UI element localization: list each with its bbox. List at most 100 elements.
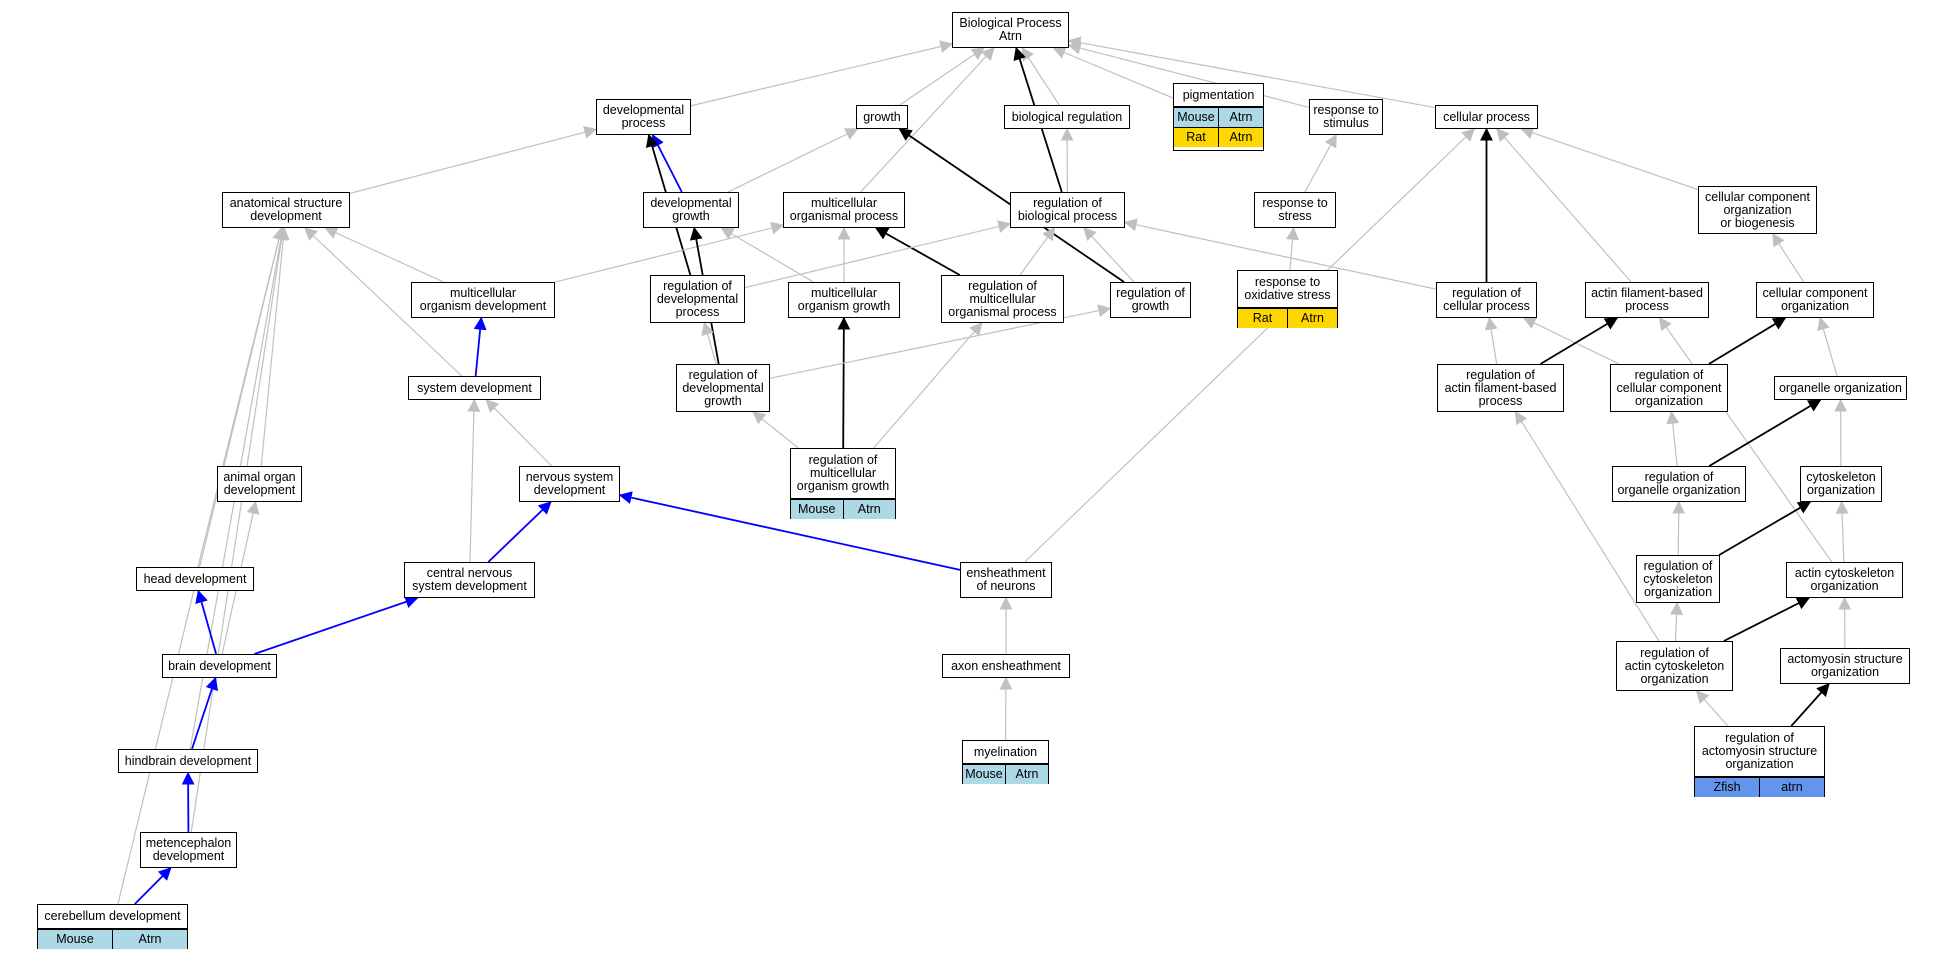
edge-cell-to-bp bbox=[1067, 36, 1436, 109]
node-multicellular-organism-development[interactable]: multicellular organism development bbox=[411, 282, 555, 318]
node-cellular-process[interactable]: cellular process bbox=[1435, 105, 1538, 129]
node-label: ensheathment of neurons bbox=[966, 566, 1046, 593]
node-label: brain development bbox=[168, 658, 271, 673]
node-regulation-of-multicellular-organism-growth[interactable]: regulation of multicellular organism gro… bbox=[790, 448, 896, 519]
edge-raso-to-aso bbox=[1790, 683, 1830, 727]
edge-rcco-to-cco bbox=[1708, 317, 1787, 365]
node-regulation-of-growth[interactable]: regulation of growth bbox=[1110, 282, 1191, 318]
node-hindbrain-development[interactable]: hindbrain development bbox=[118, 749, 258, 773]
node-pigmentation[interactable]: pigmentation Mouse Atrn Rat Atrn bbox=[1173, 83, 1264, 151]
node-actomyosin-structure-organization[interactable]: actomyosin structure organization bbox=[1780, 648, 1910, 684]
edge-eon-to-nsd bbox=[618, 491, 961, 571]
node-label: regulation of growth bbox=[1116, 286, 1185, 313]
edge-cbd-to-med bbox=[134, 867, 172, 905]
node-central-nervous-system-development[interactable]: central nervous system development bbox=[404, 562, 535, 598]
node-label: regulation of cellular process bbox=[1443, 286, 1530, 313]
node-label: multicellular organism development bbox=[419, 286, 547, 313]
node-regulation-of-cellular-component-organization[interactable]: regulation of cellular component organiz… bbox=[1610, 364, 1728, 412]
edge-rstim-to-bp bbox=[1067, 41, 1310, 108]
node-label: multicellular organismal process bbox=[789, 196, 899, 223]
node-multicellular-organismal-process[interactable]: multicellular organismal process bbox=[783, 192, 905, 228]
node-regulation-of-actin-filament-based-process[interactable]: regulation of actin filament-based proce… bbox=[1437, 364, 1564, 412]
edge-rstr-to-rstim bbox=[1304, 133, 1337, 193]
node-nervous-system-development[interactable]: nervous system development bbox=[519, 466, 620, 502]
node-label: growth bbox=[863, 109, 901, 124]
edge-oo-to-cco bbox=[1817, 316, 1838, 377]
edge-bd-to-cnsd bbox=[254, 595, 419, 655]
node-label: nervous system development bbox=[525, 470, 614, 497]
node-label: actomyosin structure organization bbox=[1787, 652, 1903, 679]
annotation-row-mouse: Mouse Atrn bbox=[38, 929, 187, 949]
node-regulation-of-biological-process[interactable]: regulation of biological process bbox=[1010, 192, 1125, 228]
edge-rco-to-cyto bbox=[1718, 501, 1812, 556]
species-cell: Rat bbox=[1186, 130, 1206, 144]
edge-eon-to-cell bbox=[1024, 128, 1475, 563]
edge-rdg-to-rdp bbox=[701, 321, 717, 365]
node-growth[interactable]: growth bbox=[856, 105, 908, 129]
node-label: developmental process bbox=[602, 103, 685, 130]
edge-rdp-to-rbp bbox=[744, 220, 1012, 289]
node-developmental-process[interactable]: developmental process bbox=[596, 99, 691, 135]
node-regulation-of-multicellular-organismal-process[interactable]: regulation of multicellular organismal p… bbox=[941, 275, 1064, 323]
annotation-row-mouse: Mouse Atrn bbox=[963, 764, 1048, 784]
node-label: system development bbox=[417, 380, 532, 395]
node-head-development[interactable]: head development bbox=[136, 567, 254, 591]
edge-bd-to-hd bbox=[195, 589, 217, 655]
node-label: head development bbox=[143, 571, 247, 586]
node-organelle-organization[interactable]: organelle organization bbox=[1774, 376, 1907, 400]
node-myelination[interactable]: myelination Mouse Atrn bbox=[962, 740, 1049, 784]
gene-cell: Atrn bbox=[112, 930, 187, 949]
node-response-to-oxidative-stress[interactable]: response to oxidative stress Rat Atrn bbox=[1237, 270, 1338, 328]
node-regulation-of-actin-cytoskeleton-organization[interactable]: regulation of actin cytoskeleton organiz… bbox=[1616, 641, 1733, 691]
node-ensheathment-of-neurons[interactable]: ensheathment of neurons bbox=[960, 562, 1052, 598]
node-regulation-of-organelle-organization[interactable]: regulation of organelle organization bbox=[1612, 466, 1746, 502]
node-regulation-of-cellular-process[interactable]: regulation of cellular process bbox=[1436, 282, 1537, 318]
edge-roo-to-oo bbox=[1708, 399, 1822, 467]
node-label: biological regulation bbox=[1011, 109, 1123, 124]
node-response-to-stimulus[interactable]: response to stimulus bbox=[1309, 99, 1383, 135]
edge-cnsd-to-sysd bbox=[467, 398, 481, 563]
edge-rmop-to-mop bbox=[874, 227, 961, 276]
node-developmental-growth[interactable]: developmental growth bbox=[643, 192, 739, 228]
node-label: metencephalon development bbox=[145, 836, 232, 863]
node-actin-cytoskeleton-organization[interactable]: actin cytoskeleton organization bbox=[1786, 562, 1903, 598]
node-cellular-component-organization-or-biogenesis[interactable]: cellular component organization or bioge… bbox=[1698, 186, 1817, 234]
node-regulation-of-actomyosin-structure-organization[interactable]: regulation of actomyosin structure organ… bbox=[1694, 726, 1825, 797]
node-biological-regulation[interactable]: biological regulation bbox=[1004, 105, 1130, 129]
edge-rmog-to-mog bbox=[837, 316, 851, 449]
node-biological-process[interactable]: Biological Process Atrn bbox=[952, 12, 1069, 48]
node-label: regulation of actin filament-based proce… bbox=[1444, 367, 1557, 408]
node-cytoskeleton-organization[interactable]: cytoskeleton organization bbox=[1800, 466, 1882, 502]
edge-roo-to-rcco bbox=[1666, 410, 1680, 467]
node-label: response to stimulus bbox=[1313, 103, 1379, 130]
node-label: regulation of multicellular organism gro… bbox=[796, 453, 890, 493]
node-response-to-stress[interactable]: response to stress bbox=[1254, 192, 1336, 228]
gene-cell: Atrn bbox=[842, 500, 896, 519]
node-metencephalon-development[interactable]: metencephalon development bbox=[140, 832, 237, 868]
edge-rmog-to-rdg bbox=[752, 411, 799, 449]
node-animal-organ-development[interactable]: animal organ development bbox=[217, 466, 302, 502]
species-cell: Mouse bbox=[56, 932, 94, 946]
node-cerebellum-development[interactable]: cerebellum development Mouse Atrn bbox=[37, 904, 188, 949]
node-cellular-component-organization[interactable]: cellular component organization bbox=[1756, 282, 1874, 318]
node-label: myelination bbox=[973, 744, 1038, 759]
node-regulation-of-developmental-growth[interactable]: regulation of developmental growth bbox=[676, 364, 770, 412]
node-actin-filament-based-process[interactable]: actin filament-based process bbox=[1585, 282, 1709, 318]
edge-cbd-to-asd bbox=[117, 226, 286, 905]
node-multicellular-organism-growth[interactable]: multicellular organism growth bbox=[788, 282, 900, 318]
node-brain-development[interactable]: brain development bbox=[162, 654, 277, 678]
node-label: regulation of organelle organization bbox=[1617, 470, 1741, 497]
node-axon-ensheathment[interactable]: axon ensheathment bbox=[942, 654, 1070, 678]
node-label: pigmentation bbox=[1182, 87, 1255, 102]
edge-aco-to-cyto bbox=[1835, 500, 1849, 563]
edge-rcp-to-rbp bbox=[1123, 218, 1437, 290]
edge-afp-to-cell bbox=[1496, 128, 1632, 283]
node-system-development[interactable]: system development bbox=[408, 376, 541, 400]
node-anatomical-structure-development[interactable]: anatomical structure development bbox=[222, 192, 350, 228]
node-regulation-of-cytoskeleton-organization[interactable]: regulation of cytoskeleton organization bbox=[1636, 555, 1720, 603]
edge-pig-to-bp bbox=[1052, 46, 1174, 99]
node-label: multicellular organism growth bbox=[797, 286, 891, 313]
node-regulation-of-developmental-process[interactable]: regulation of developmental process bbox=[650, 275, 745, 323]
edge-dev-to-bp bbox=[690, 40, 954, 107]
